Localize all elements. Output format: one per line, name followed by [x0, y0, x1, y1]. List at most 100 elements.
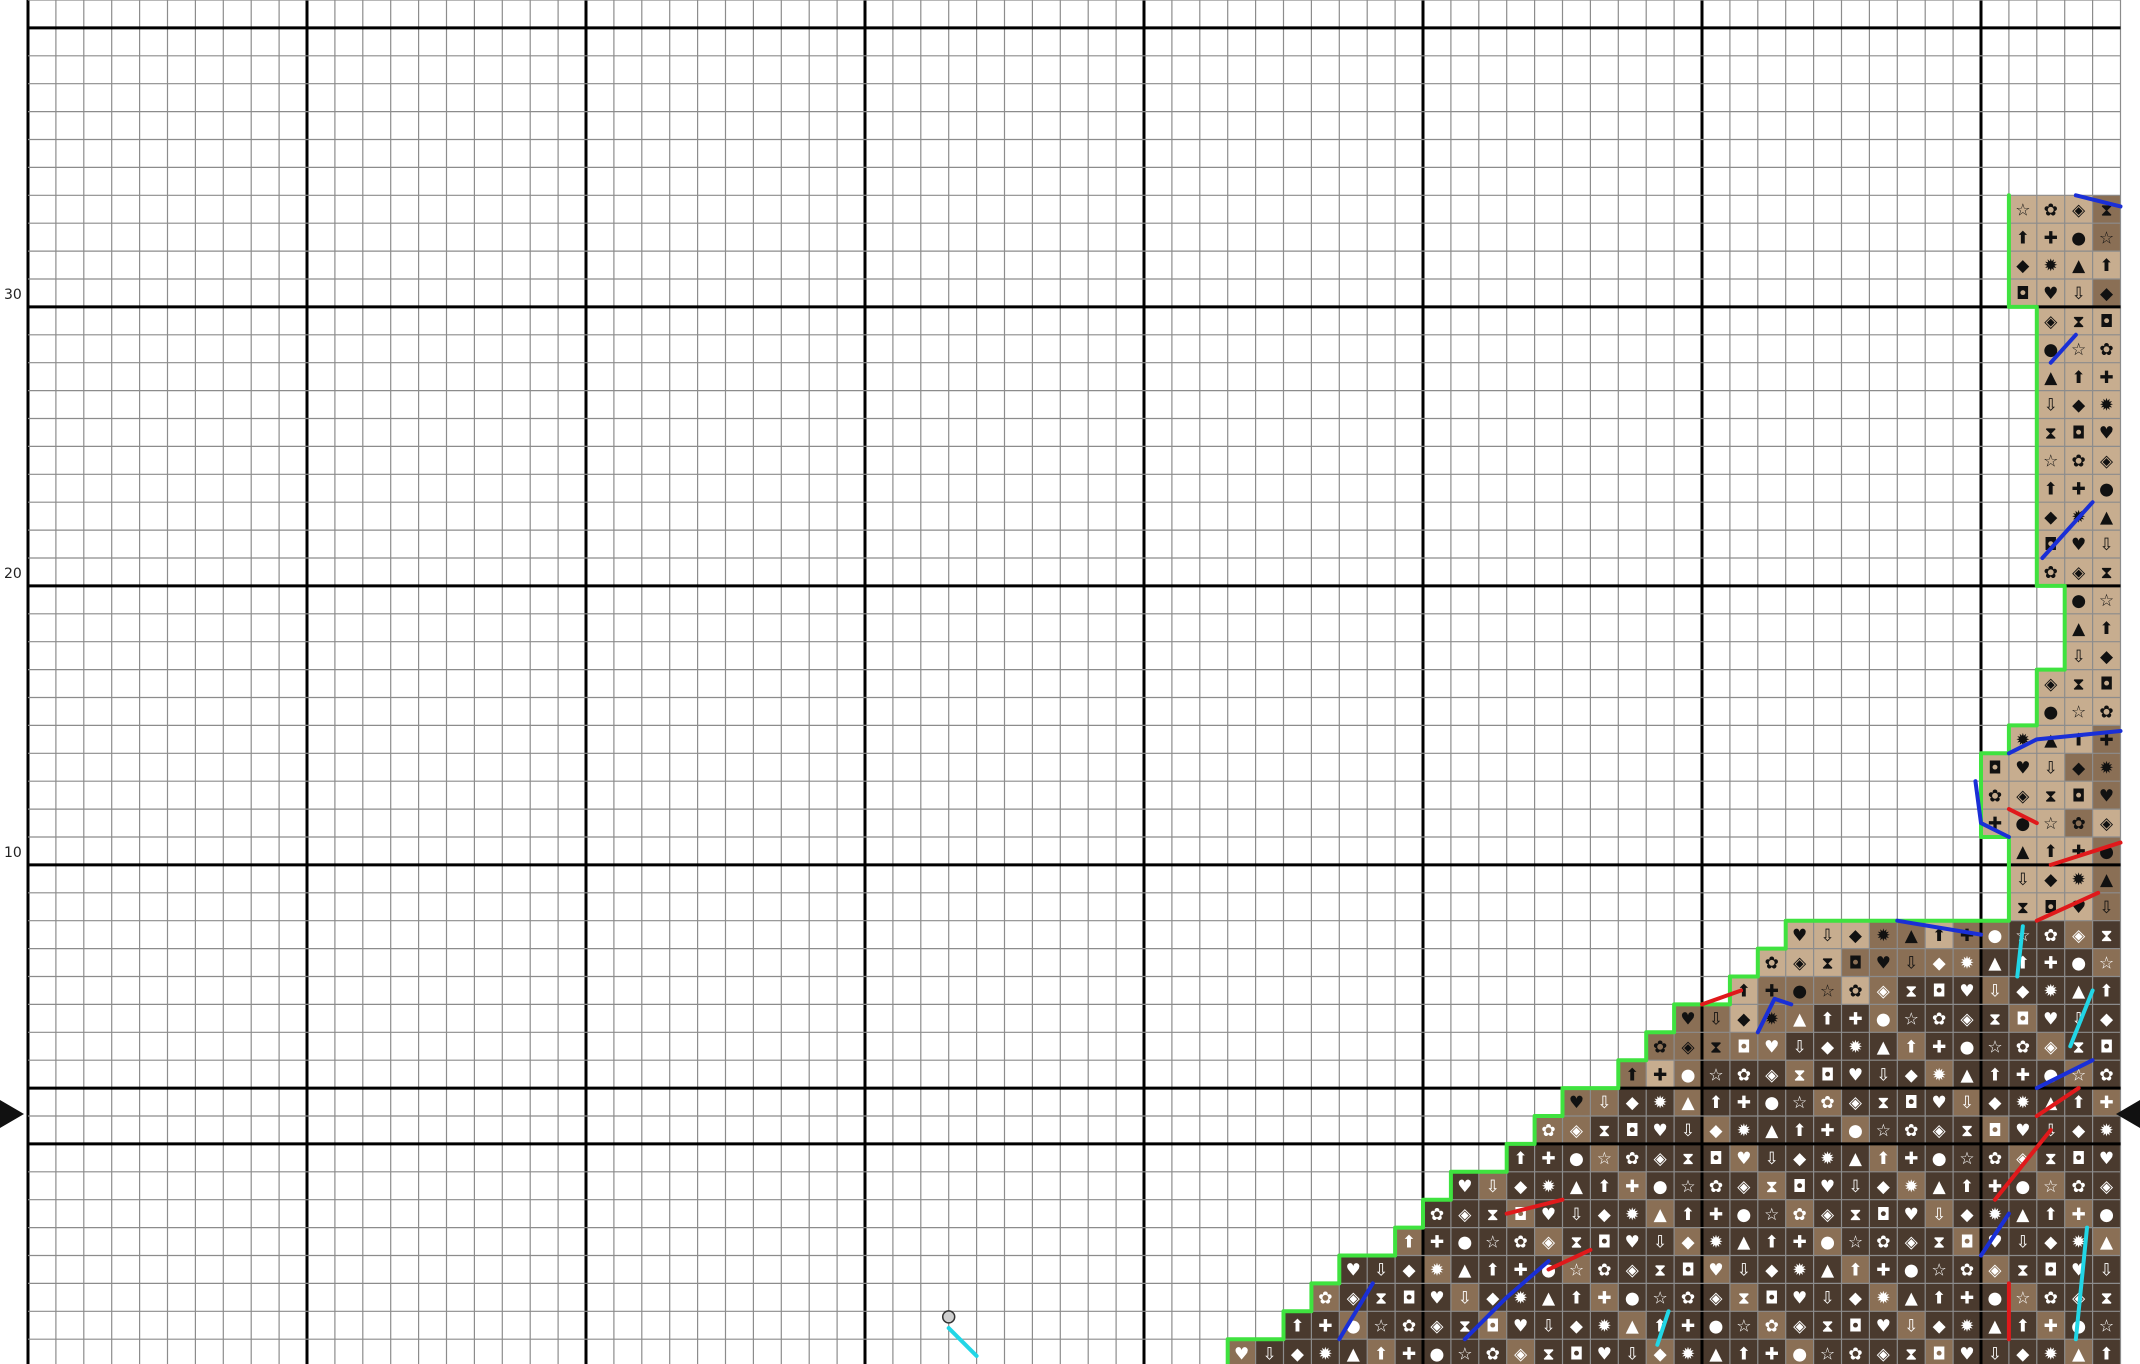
stitch-symbol: ☆	[1374, 1316, 1389, 1336]
backstitch-cyan-line	[949, 1328, 977, 1356]
stitch-symbol: ▲	[1988, 1316, 2002, 1336]
stitch-symbol: ✹	[1988, 1205, 2002, 1225]
stitch-symbol: ☆	[1653, 1288, 1668, 1308]
stitch-symbol: ✹	[2044, 982, 2058, 1002]
stitch-symbol: ◘	[1932, 1344, 1945, 1364]
stitch-symbol: ◘	[1598, 1233, 1611, 1253]
stitch-symbol: ◘	[1626, 1121, 1639, 1141]
stitch-symbol: ●	[1736, 1205, 1751, 1225]
stitch-symbol: ⇩	[1765, 1149, 1779, 1169]
stitch-symbol: ✿	[2044, 200, 2058, 220]
stitch-symbol: ⧗	[1989, 1009, 2001, 1029]
stitch-symbol: ✿	[1430, 1205, 1444, 1225]
stitch-symbol: ✿	[2044, 563, 2058, 583]
stitch-symbol: ✿	[1932, 1009, 1946, 1029]
stitch-symbol: ◆	[2072, 396, 2086, 416]
stitch-symbol: ⬆	[1960, 1177, 1974, 1197]
stitch-symbol: ⬆	[1290, 1316, 1304, 1336]
stitch-symbol: ▲	[2100, 1233, 2114, 1253]
stitch-symbol: ⧗	[1598, 1121, 1610, 1141]
stitch-symbol: ✿	[1960, 1261, 1974, 1281]
stitch-symbol: ◘	[2044, 1261, 2057, 1281]
stitch-symbol: ◘	[1932, 982, 1945, 1002]
stitch-symbol: ◆	[2100, 647, 2114, 667]
stitch-symbol: ✹	[2072, 870, 2086, 890]
stitch-symbol: ☆	[1736, 1316, 1751, 1336]
stitch-symbol: ☆	[2099, 228, 2114, 248]
stitch-symbol: ✿	[1625, 1149, 1639, 1169]
stitch-symbol: ◆	[2072, 1121, 2086, 1141]
stitch-symbol: ●	[1848, 1121, 1863, 1141]
stitch-symbol: ♥	[2099, 786, 2114, 806]
stitch-symbol: ♥	[2099, 1149, 2114, 1169]
stitch-symbol: ⬆	[1848, 1261, 1862, 1281]
stitch-symbol: ♥	[1680, 1009, 1695, 1029]
stitch-symbol: ⧗	[2017, 1261, 2029, 1281]
stitch-symbol: ✚	[2099, 1093, 2113, 1113]
stitch-symbol: ◆	[1961, 1205, 1975, 1225]
stitch-symbol: ✿	[1318, 1288, 1332, 1308]
stitch-symbol: ✿	[2099, 1065, 2113, 1085]
stitch-symbol: ◈	[1570, 1121, 1584, 1141]
stitch-symbol: ✿	[2044, 926, 2058, 946]
stitch-symbol: ✿	[1988, 786, 2002, 806]
stitch-symbol: ✿	[2072, 1177, 2086, 1197]
stitch-symbol: ♥	[1932, 1093, 1947, 1113]
stitch-symbol: ♥	[1569, 1093, 1584, 1113]
stitch-symbol: ⇩	[1458, 1288, 1472, 1308]
stitch-symbol: ⧗	[2101, 563, 2113, 583]
stitch-symbol: ●	[1653, 1177, 1668, 1197]
stitch-symbol: ⧗	[1487, 1205, 1499, 1225]
stitch-symbol: ⬆	[1514, 1149, 1528, 1169]
stitch-symbol: ♥	[1959, 982, 1974, 1002]
stitch-symbol: ✿	[1793, 1205, 1807, 1225]
stitch-symbol: ♥	[1346, 1261, 1361, 1281]
stitch-symbol: ●	[1988, 926, 2003, 946]
stitch-symbol: ◈	[1709, 1288, 1723, 1308]
stitch-symbol: ◈	[1430, 1316, 1444, 1336]
stitch-symbol: ◆	[1933, 1316, 1947, 1336]
stitch-symbol: ⬆	[1625, 1065, 1639, 1085]
stitch-symbol: ◆	[1403, 1261, 1417, 1281]
stitch-symbol: ◈	[1542, 1233, 1556, 1253]
stitch-symbol: ◈	[2100, 814, 2114, 834]
stitch-symbol: ⧗	[1905, 982, 1917, 1002]
stitch-symbol: ◘	[1877, 1205, 1890, 1225]
stitch-symbol: ⬆	[1932, 1288, 1946, 1308]
stitch-symbol: ⧗	[2073, 312, 2085, 332]
stitch-symbol: ✿	[1737, 1065, 1751, 1085]
stitch-symbol: ♥	[2043, 284, 2058, 304]
stitch-symbol: ●	[1876, 1009, 1891, 1029]
stitch-symbol: ✹	[1848, 1037, 1862, 1057]
stitch-symbol: ◘	[1821, 1065, 1834, 1085]
stitch-symbol: ♥	[1848, 1065, 1863, 1085]
stitch-symbol: ▲	[2072, 1344, 2086, 1364]
stitch-symbol: ◘	[2100, 312, 2113, 332]
stitch-symbol: ♥	[1234, 1344, 1249, 1364]
row-label-10: 10	[4, 845, 22, 861]
stitch-symbol: ◆	[1821, 1037, 1835, 1057]
stitch-symbol: ✿	[1514, 1233, 1528, 1253]
stitch-symbol: ♥	[1904, 1205, 1919, 1225]
stitch-symbol: ▲	[1570, 1177, 1584, 1197]
stitch-symbol: ◘	[2072, 1149, 2085, 1169]
stitch-symbol: ▲	[1737, 1233, 1751, 1253]
stitch-symbol: ⬆	[1793, 1121, 1807, 1141]
stitch-symbol: ☆	[1987, 1037, 2002, 1057]
stitch-symbol: ✚	[1402, 1344, 1416, 1364]
stitch-symbol: ✿	[2072, 814, 2086, 834]
stitch-symbol: ⇩	[1597, 1093, 1611, 1113]
stitch-symbol: ◘	[1988, 1121, 2001, 1141]
stitch-symbol: ⧗	[2045, 424, 2057, 444]
stitch-symbol: ◆	[1877, 1177, 1891, 1197]
stitch-symbol: ⬆	[1820, 1009, 1834, 1029]
stitch-symbol: ⬆	[2099, 619, 2113, 639]
stitch-symbol: ◈	[2044, 1037, 2058, 1057]
stitch-symbol: ⧗	[1905, 1344, 1917, 1364]
french-knot-icon[interactable]	[943, 1311, 955, 1323]
stitch-symbol: ▲	[1709, 1344, 1723, 1364]
stitch-symbol: ⧗	[1543, 1344, 1555, 1364]
stitch-symbol: ⇩	[1737, 1261, 1751, 1281]
